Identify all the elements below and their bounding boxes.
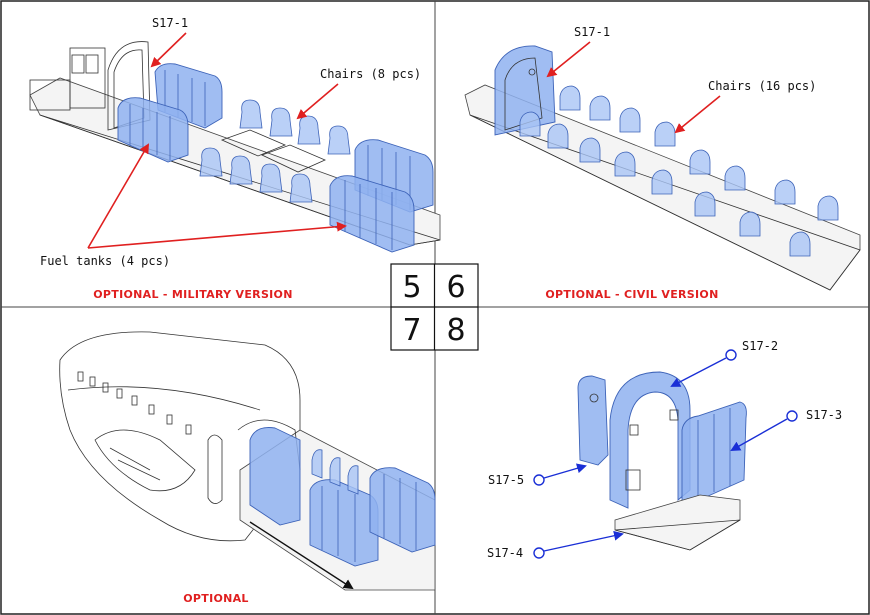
panel-7-fuselage: OPTIONAL xyxy=(59,331,436,605)
panel-6-civil-interior: S17-1 Chairs (16 pcs) OPTIONAL - CIVIL V… xyxy=(464,25,861,301)
chairs-row-front xyxy=(199,147,313,203)
label-s17-5-group: S17-5 xyxy=(488,463,587,487)
civil-seat-grid xyxy=(519,85,839,257)
part-s17-2 xyxy=(609,371,691,509)
callout-dot-s17-3 xyxy=(786,410,798,422)
label-s17-1-civil: S17-1 xyxy=(574,25,610,39)
fuselage-windows xyxy=(77,371,192,435)
bulkhead-s17-1-civil xyxy=(494,45,556,136)
fuselage-outline xyxy=(59,331,301,542)
caption-civil-version: OPTIONAL - CIVIL VERSION xyxy=(545,288,718,301)
step-8: 8 xyxy=(446,313,465,348)
arrow-chairs-military xyxy=(296,83,339,120)
part-s17-5 xyxy=(577,375,609,466)
cockpit-frame-drawing xyxy=(29,47,106,111)
part-s17-4 xyxy=(614,494,741,551)
fuel-tank-2 xyxy=(117,97,189,163)
panel-5-military-interior: S17-1 Chairs (8 pcs) Fuel tanks (4 pcs) … xyxy=(29,16,441,301)
step-5: 5 xyxy=(402,270,421,305)
panel-8-bulkhead-parts: S17-2 S17-3 S17-5 S17-4 xyxy=(487,339,842,560)
arrow-chairs-civil xyxy=(674,95,721,134)
insertion-arrow xyxy=(249,521,354,590)
arrow-s17-2 xyxy=(670,357,727,387)
step-number-box: 5 6 7 8 xyxy=(390,263,479,351)
callout-dot-s17-4 xyxy=(533,547,545,559)
label-s17-5: S17-5 xyxy=(488,473,524,487)
label-fuel-tanks: Fuel tanks (4 pcs) xyxy=(40,254,170,268)
fuel-tank-4 xyxy=(329,175,415,253)
interior-seats xyxy=(311,449,359,495)
caption-optional: OPTIONAL xyxy=(183,592,249,605)
step-7: 7 xyxy=(402,313,421,348)
arrow-s17-1-military xyxy=(150,32,187,68)
callout-dot-s17-2 xyxy=(725,349,737,361)
arrow-s17-4 xyxy=(543,530,624,552)
label-s17-3-group: S17-3 xyxy=(730,408,842,451)
label-chairs-civil: Chairs (16 pcs) xyxy=(708,79,816,93)
arrow-s17-3 xyxy=(730,418,788,451)
label-s17-2-group: S17-2 xyxy=(670,339,778,387)
label-s17-4: S17-4 xyxy=(487,546,523,560)
label-s17-1-military: S17-1 xyxy=(152,16,188,30)
bulkhead-outline xyxy=(107,41,151,131)
interior-tanks xyxy=(249,427,436,567)
arrow-fuel-tank-a xyxy=(87,143,150,249)
callout-dot-s17-5 xyxy=(533,474,545,486)
step-6: 6 xyxy=(446,270,465,305)
arrow-fuel-tank-b xyxy=(87,221,347,249)
chairs-row-back xyxy=(239,99,351,155)
label-s17-3: S17-3 xyxy=(806,408,842,422)
arrow-s17-1-civil xyxy=(546,41,591,78)
label-chairs-military: Chairs (8 pcs) xyxy=(320,67,421,81)
caption-military-version: OPTIONAL - MILITARY VERSION xyxy=(93,288,292,301)
label-s17-2: S17-2 xyxy=(742,339,778,353)
label-s17-4-group: S17-4 xyxy=(487,530,624,560)
arrow-s17-5 xyxy=(543,463,587,479)
